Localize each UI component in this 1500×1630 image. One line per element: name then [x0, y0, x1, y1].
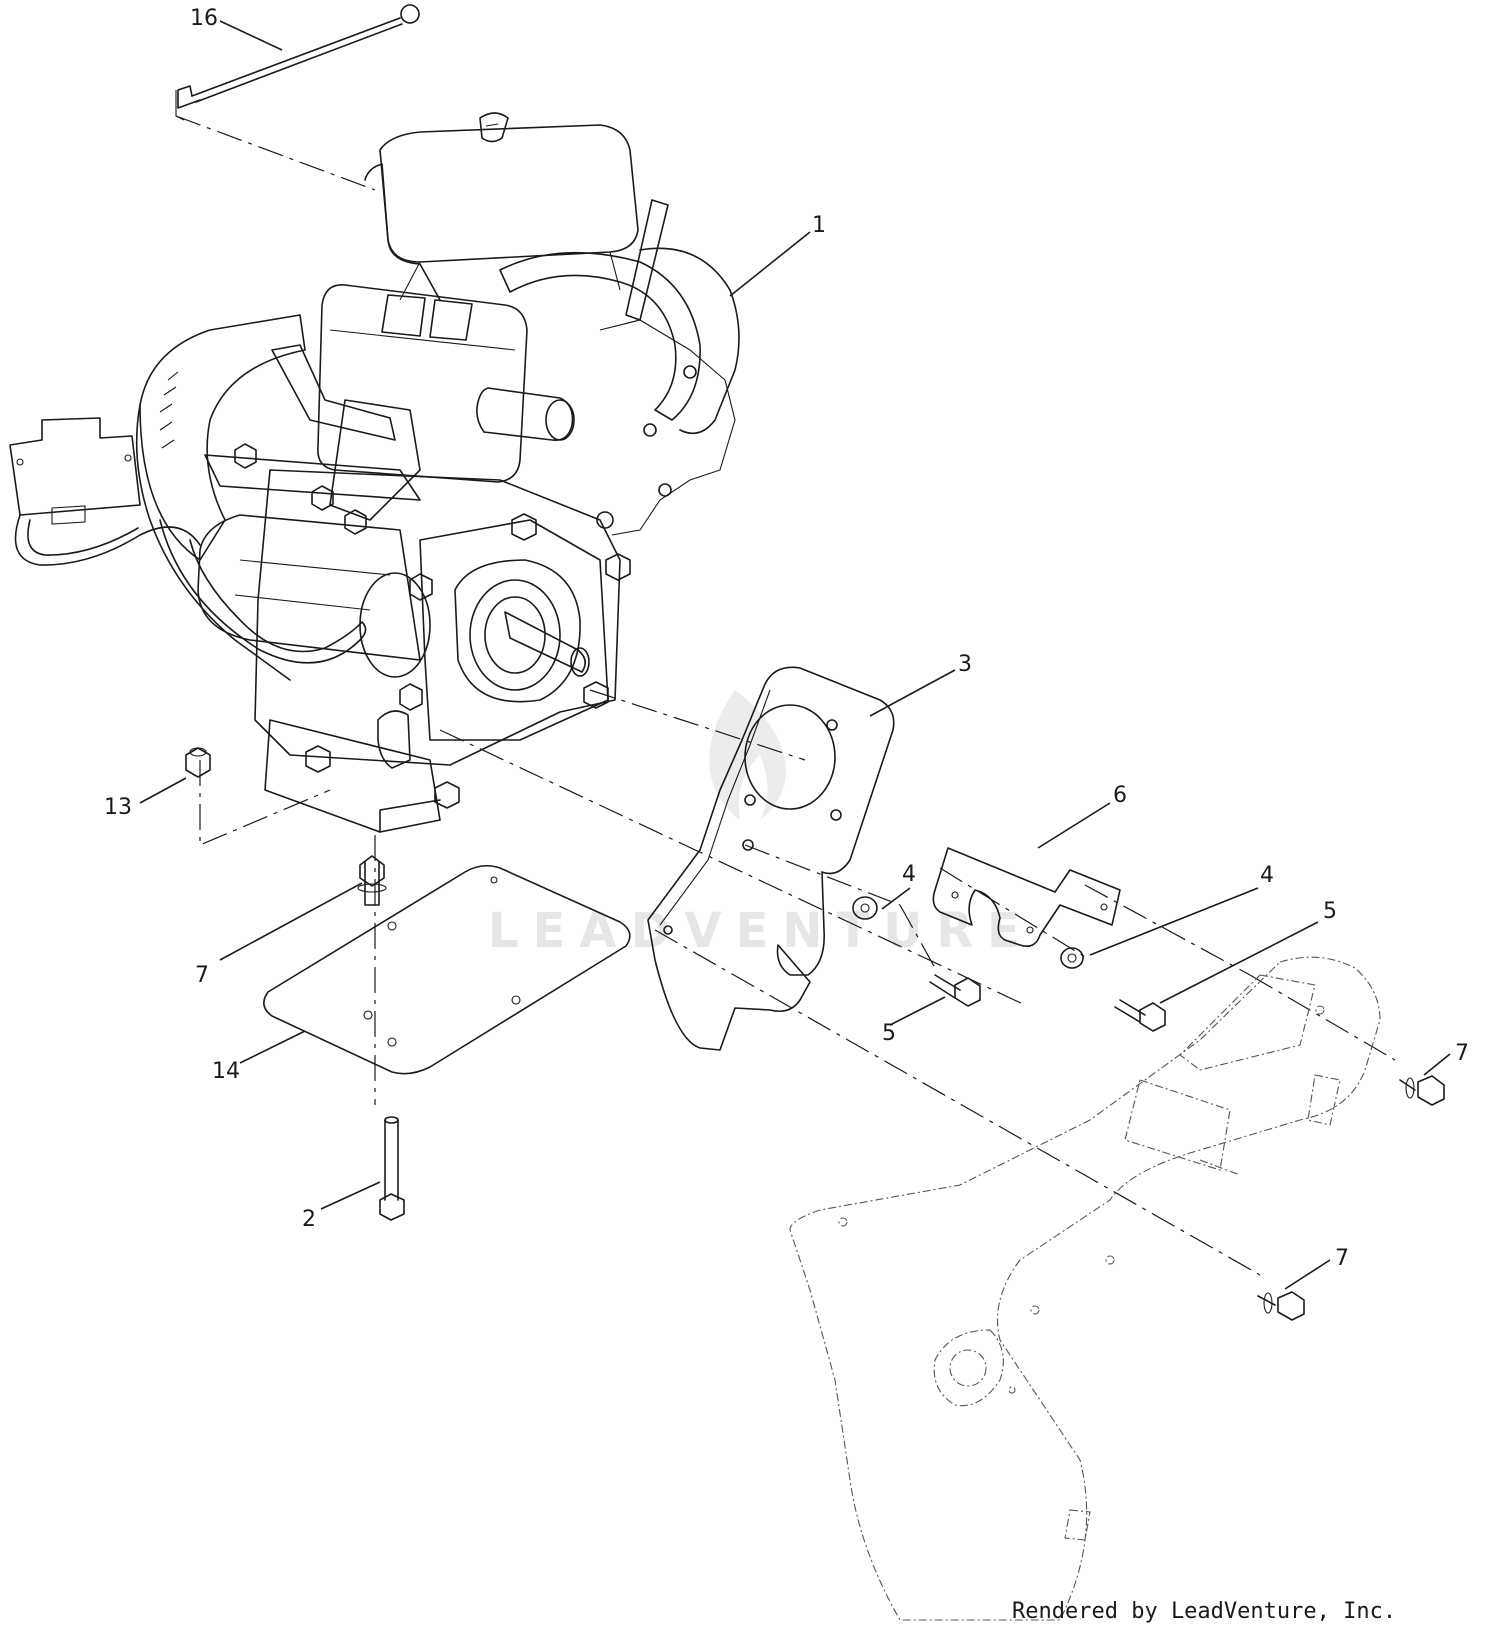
callout-4-a: 4 — [902, 862, 916, 887]
callout-13: 13 — [104, 795, 132, 820]
credit-line: Rendered by LeadVenture, Inc. — [1012, 1599, 1396, 1624]
part-6-bracket — [932, 847, 1121, 948]
assembly-centerlines — [175, 115, 1396, 1276]
callout-16: 16 — [190, 6, 218, 31]
watermark: LEADVENTURE — [488, 690, 1034, 959]
callout-5-a: 5 — [882, 1021, 896, 1046]
watermark-text: LEADVENTURE — [488, 903, 1034, 959]
callout-7-right: 7 — [1455, 1041, 1469, 1066]
part-1-engine — [9, 112, 740, 833]
part-16-rod — [175, 4, 420, 121]
part-3-mount-plate — [647, 666, 895, 1051]
part-7-bolt-right — [1399, 1075, 1445, 1106]
chassis-frame-ghost — [789, 956, 1381, 1621]
part-7-bolt-lower — [1257, 1291, 1305, 1321]
callout-1: 1 — [812, 213, 826, 238]
part-4-washer-b — [1060, 947, 1084, 969]
callout-7-lower: 7 — [1335, 1246, 1349, 1271]
part-4-washer-a — [852, 896, 878, 920]
callout-2: 2 — [302, 1207, 316, 1232]
part-7-bolt-top — [357, 855, 387, 906]
callout-14: 14 — [212, 1059, 240, 1084]
part-14-plate — [263, 864, 631, 1075]
callout-labels: 16 1 3 13 6 4 4 5 5 7 7 14 2 7 — [104, 6, 1469, 1271]
callout-4-b: 4 — [1260, 863, 1274, 888]
part-2-bolt — [379, 1116, 405, 1221]
callout-3: 3 — [958, 652, 972, 677]
part-5-bolt-a — [929, 974, 981, 1007]
callout-7-top: 7 — [195, 963, 209, 988]
part-5-bolt-b — [1114, 999, 1166, 1032]
callout-leaders — [139, 20, 1451, 1290]
part-13-nut — [185, 747, 211, 778]
callout-6: 6 — [1113, 783, 1127, 808]
callout-5-b: 5 — [1323, 899, 1337, 924]
